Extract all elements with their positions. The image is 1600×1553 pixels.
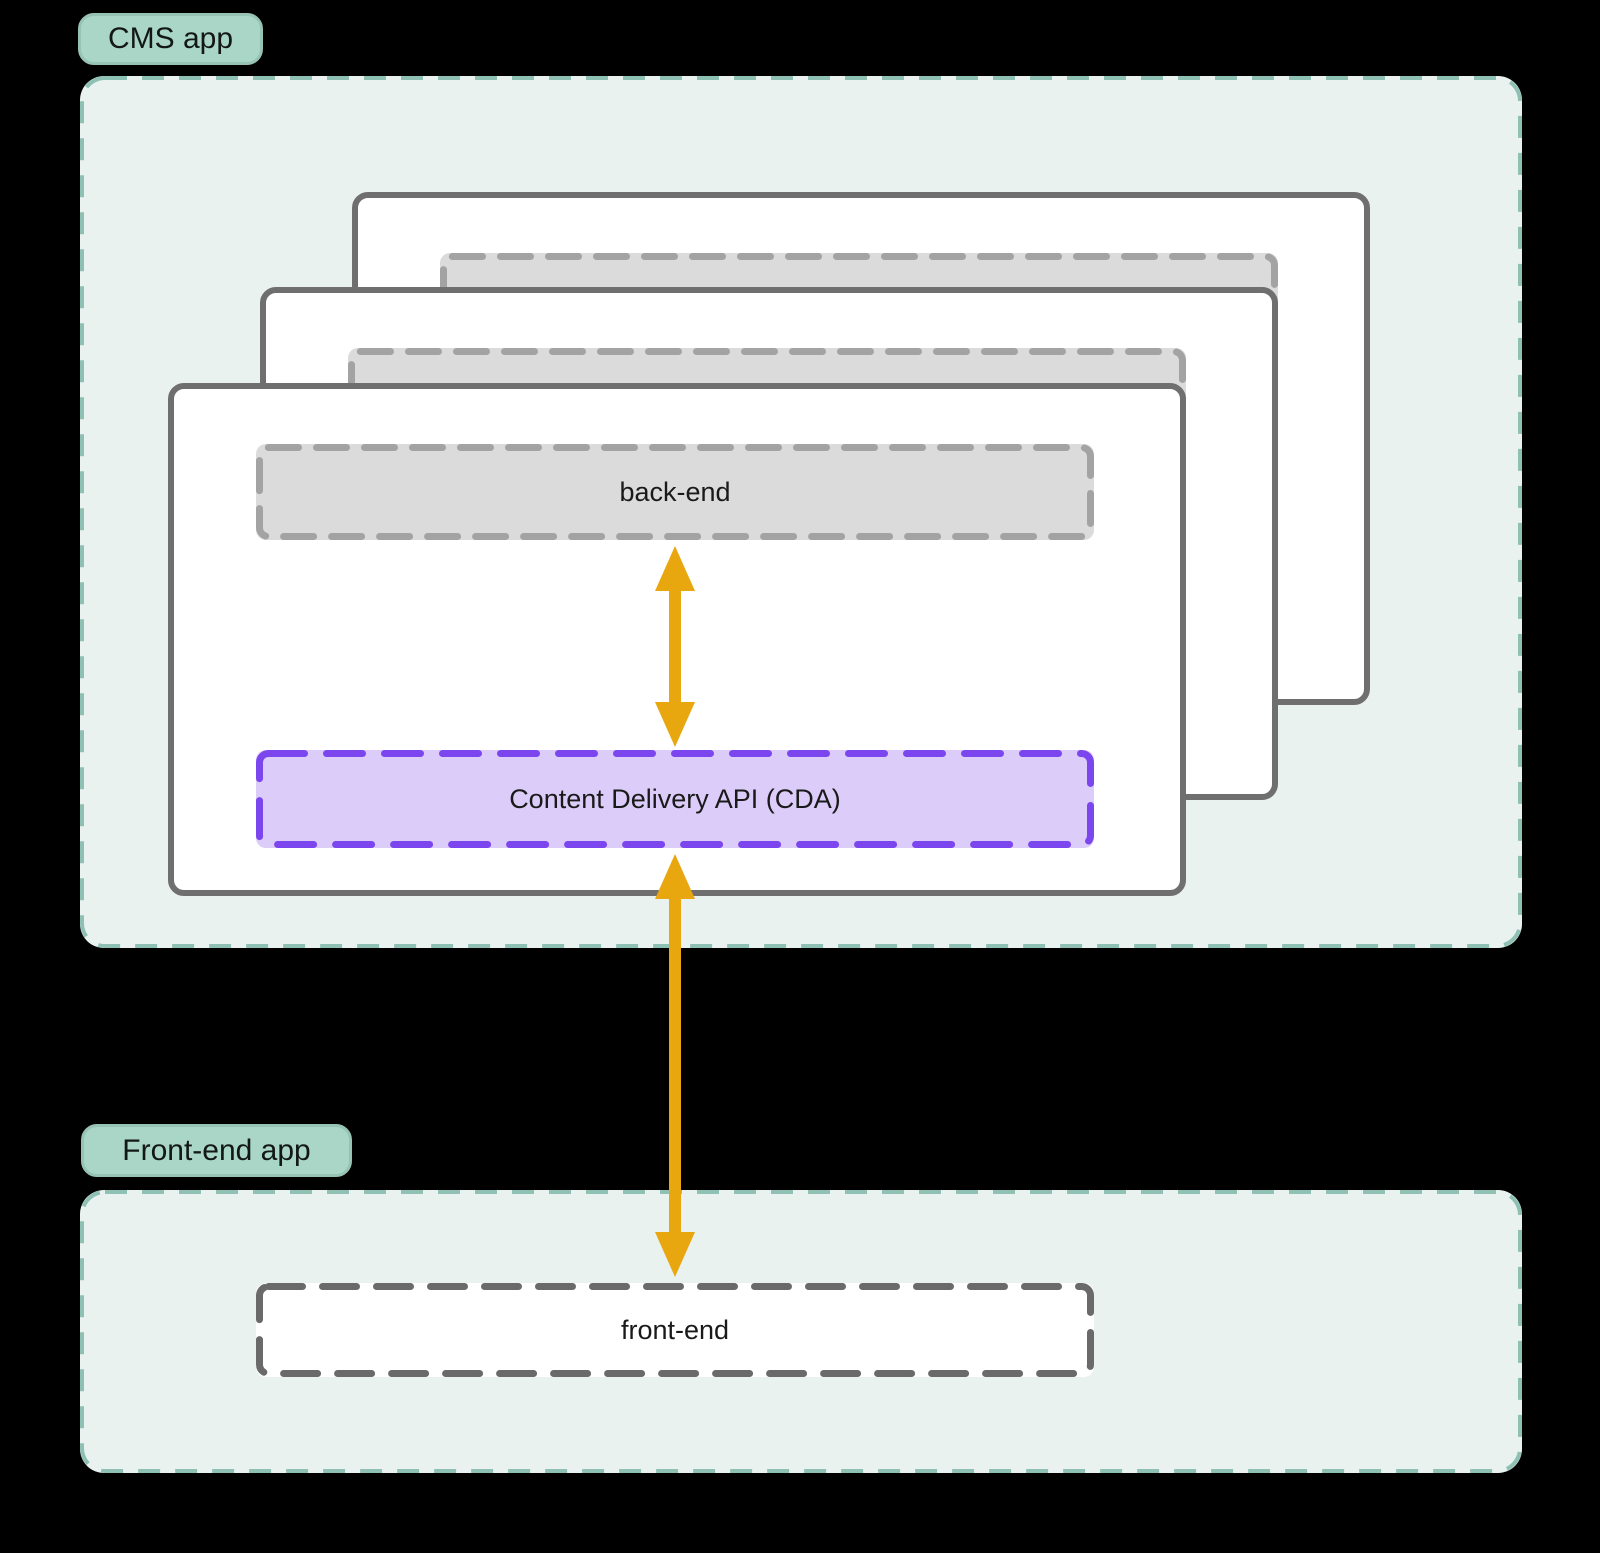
cms-app-section: back-end Content Delivery API (CDA) (80, 76, 1522, 948)
stacked-card-front: back-end Content Delivery API (CDA) (168, 383, 1186, 896)
backend-label: back-end (619, 476, 731, 507)
frontend-app-section: front-end (80, 1190, 1522, 1473)
frontend-box: front-end (256, 1283, 1094, 1377)
cda-box: Content Delivery API (CDA) (256, 750, 1094, 848)
frontend-label: front-end (620, 1314, 730, 1345)
cms-app-badge: CMS app (78, 13, 263, 65)
frontend-app-badge-label: Front-end app (122, 1133, 311, 1167)
backend-box: back-end (256, 444, 1094, 540)
cda-label: Content Delivery API (CDA) (509, 783, 841, 814)
frontend-app-badge: Front-end app (81, 1124, 352, 1177)
cms-app-badge-label: CMS app (107, 22, 234, 55)
